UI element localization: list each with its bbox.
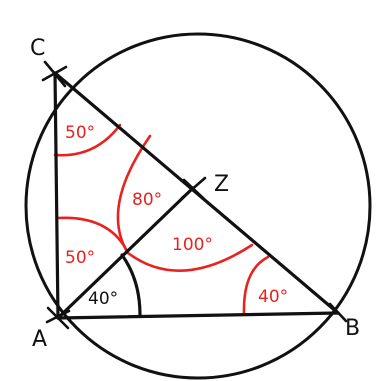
angle-arc-b (242, 255, 270, 315)
angle-label-b: 40° (258, 287, 288, 307)
point-label-b: B (345, 316, 360, 341)
tick-c (41, 60, 68, 88)
angle-label-z-left: 80° (132, 190, 162, 210)
angle-label-a-upper: 50° (65, 248, 95, 268)
angle-arc-c (53, 123, 122, 157)
point-label-a: A (32, 327, 47, 352)
angle-arc-a-lower (120, 253, 142, 317)
side-ca (53, 71, 60, 320)
point-label-c: C (30, 36, 45, 61)
side-ab (56, 311, 340, 320)
angle-label-a-lower: 40° (88, 289, 118, 309)
angle-label-c: 50° (65, 123, 95, 143)
point-label-z: Z (214, 172, 229, 197)
angle-label-z-right: 100° (172, 235, 213, 255)
tick-b (328, 302, 348, 323)
angle-arc-z-left (116, 134, 152, 255)
tick-a (45, 306, 71, 330)
circumcircle (24, 32, 372, 380)
segment-az (56, 186, 195, 320)
angle-arc-z-right (126, 243, 254, 272)
tick-z (180, 176, 207, 200)
